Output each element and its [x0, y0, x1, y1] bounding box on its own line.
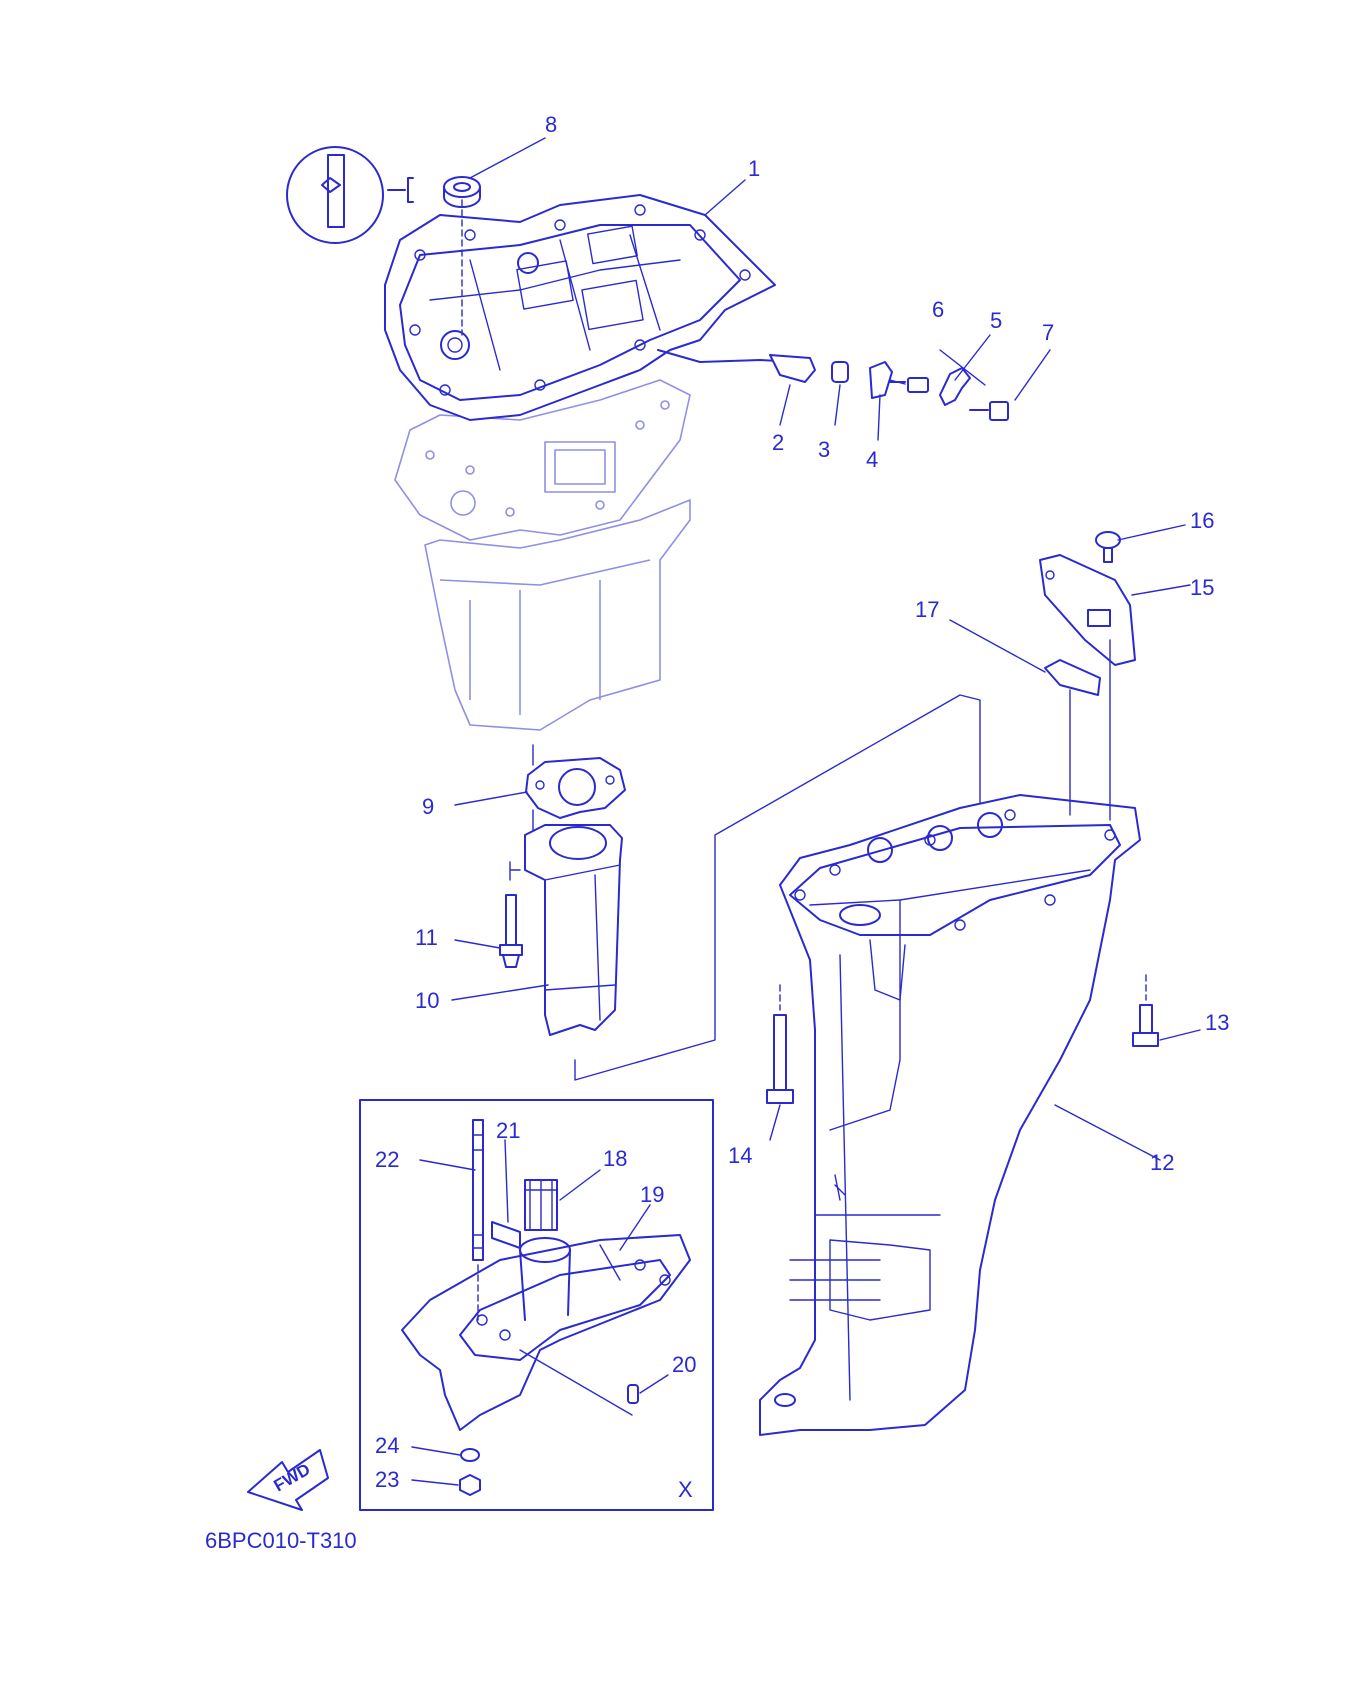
callout-3: 3 [818, 437, 830, 462]
callout-18: 18 [603, 1146, 627, 1171]
callout-1: 1 [748, 156, 760, 181]
ghost-gasket [394, 379, 691, 541]
detail-inset [286, 146, 414, 244]
callout-7: 7 [1042, 320, 1054, 345]
impeller-18 [524, 1179, 558, 1231]
nut-23 [459, 1474, 481, 1496]
assembly-leader [574, 694, 981, 1081]
callout-15: 15 [1190, 575, 1214, 600]
upper-casing [384, 194, 776, 421]
lower-casing [759, 794, 1141, 1436]
callout-23: 23 [375, 1467, 399, 1492]
bolt-14 [766, 984, 794, 1104]
gasket-9 [525, 757, 626, 819]
small-hardware-row [657, 349, 1009, 421]
callout-17: 17 [915, 597, 939, 622]
inset-label: X [678, 1477, 693, 1502]
callout-19: 19 [640, 1182, 664, 1207]
callout-4: 4 [866, 447, 878, 472]
bolt-13 [1132, 974, 1159, 1047]
bracket-mark [509, 861, 521, 881]
callout-5: 5 [990, 308, 1002, 333]
lower-housing [401, 1234, 691, 1431]
exhaust-guide [524, 824, 623, 1036]
callout-20: 20 [672, 1352, 696, 1377]
part-code: 6BPC010-T310 [205, 1528, 357, 1553]
callout-21: 21 [496, 1118, 520, 1143]
callout-6: 6 [932, 297, 944, 322]
inset-box-x [359, 1099, 714, 1511]
callout-13: 13 [1205, 1010, 1229, 1035]
callout-2: 2 [772, 430, 784, 455]
key-21 [491, 1221, 521, 1249]
callout-22: 22 [375, 1147, 399, 1172]
stud-22 [472, 1119, 484, 1321]
ghost-oil-pan [424, 499, 691, 731]
callout-12: 12 [1150, 1150, 1174, 1175]
screw-16 [1095, 531, 1121, 563]
callout-16: 16 [1190, 508, 1214, 533]
bolt-11 [499, 894, 523, 968]
grommet-17 [1044, 659, 1101, 816]
fwd-arrow: FWD [247, 1449, 329, 1511]
dowel-20 [519, 1349, 639, 1416]
washer-24 [460, 1448, 480, 1462]
callout-8: 8 [545, 112, 557, 137]
callout-24: 24 [375, 1433, 399, 1458]
grommet [443, 176, 481, 336]
callout-14: 14 [728, 1143, 752, 1168]
callout-leaders [411, 137, 1201, 1486]
callout-10: 10 [415, 988, 439, 1013]
callout-9: 9 [422, 794, 434, 819]
plate-15 [1039, 554, 1136, 821]
callout-11: 11 [415, 925, 438, 950]
